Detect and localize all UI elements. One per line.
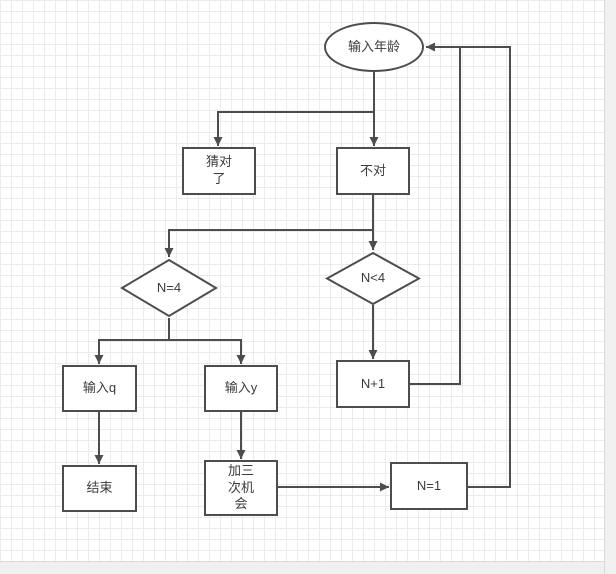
edge-n-eq-4-to-input-q[interactable]: [94, 318, 170, 364]
diamond-shape: [325, 251, 421, 306]
node-check-n-lt-4[interactable]: N<4: [325, 251, 421, 306]
node-input-q[interactable]: 输入q: [62, 365, 137, 412]
edge-wrong-to-n-eq-4[interactable]: [164, 195, 374, 257]
node-end-label: 结束: [86, 480, 113, 496]
node-input-q-label: 输入q: [82, 380, 117, 396]
node-add-three-chances-label: 加三次机会: [227, 462, 254, 512]
canvas-edge-right: [604, 0, 616, 574]
edge-n-plus-1-to-start[interactable]: [410, 42, 461, 385]
node-n-eq-1-label: N=1: [416, 477, 442, 493]
node-check-n-eq-4-label: N=4: [156, 279, 182, 295]
node-n-plus-1-label: N+1: [360, 375, 386, 391]
edge-n-eq-1-to-start[interactable]: [460, 46, 511, 488]
node-add-three-chances[interactable]: 加三次机会: [204, 460, 278, 516]
node-check-n-lt-4-label: N<4: [360, 270, 386, 286]
node-end[interactable]: 结束: [62, 465, 137, 512]
canvas-edge-bottom: [0, 561, 604, 574]
node-wrong-label: 不对: [359, 162, 386, 178]
node-guess-right-label: 猜对了: [205, 154, 232, 186]
diamond-shape: [120, 258, 218, 318]
node-input-y-label: 输入y: [224, 380, 258, 396]
node-n-eq-1[interactable]: N=1: [390, 462, 468, 510]
node-start[interactable]: 输入年龄: [324, 22, 424, 72]
node-wrong[interactable]: 不对: [336, 147, 410, 195]
node-n-plus-1[interactable]: N+1: [336, 360, 410, 408]
edge-n-eq-4-to-input-y[interactable]: [169, 339, 246, 364]
node-check-n-eq-4[interactable]: N=4: [120, 258, 218, 318]
node-input-y[interactable]: 输入y: [204, 365, 278, 412]
edge-start-to-guess-right[interactable]: [213, 72, 375, 146]
node-guess-right[interactable]: 猜对了: [182, 147, 256, 195]
node-start-label: 输入年龄: [347, 38, 400, 54]
